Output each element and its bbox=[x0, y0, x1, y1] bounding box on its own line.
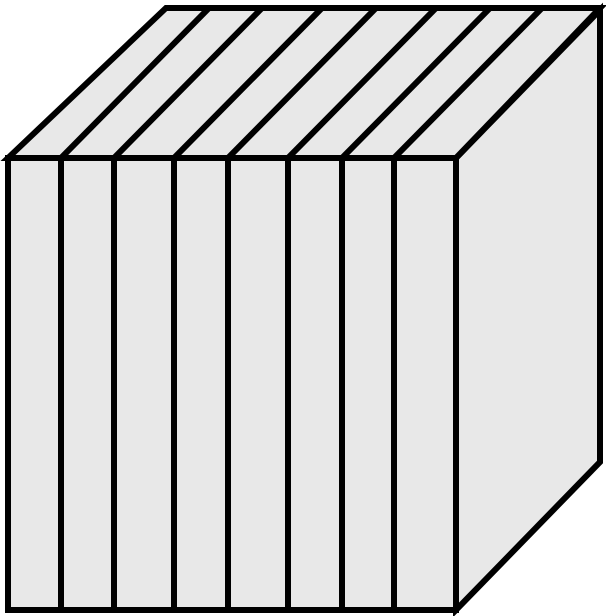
cube-front-face bbox=[8, 158, 456, 610]
